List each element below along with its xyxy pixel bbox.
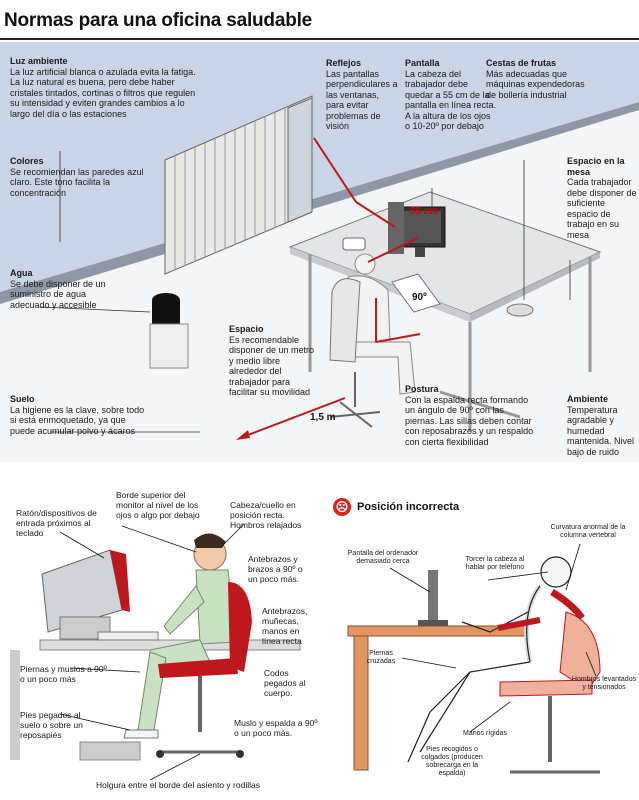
phone-icon bbox=[342, 237, 366, 251]
title-rule bbox=[0, 38, 639, 40]
label-muslo-espalda: Muslo y espalda a 90º o un poco más. bbox=[234, 718, 318, 738]
office-illustration bbox=[0, 95, 639, 462]
note-ambiente: Ambiente Temperatura agradable y humedad… bbox=[567, 394, 635, 457]
label-pies: Pies pegados al suelo o sobre un reposap… bbox=[20, 710, 83, 740]
note-reflejos: Reflejos Las pantallas perpendiculares a… bbox=[326, 58, 398, 131]
arrow-icon bbox=[236, 430, 250, 440]
sad-face-icon: ☹ bbox=[333, 498, 351, 516]
label-piernas-cruzadas: Piernas cruzadas bbox=[366, 650, 396, 665]
worker-figure-icon bbox=[329, 253, 416, 395]
distance-55cm-label: 55 cm bbox=[410, 206, 439, 217]
incorrect-monitor-icon bbox=[418, 570, 448, 626]
label-codos: Codos pegados al cuerpo. bbox=[264, 668, 306, 698]
note-luz-ambiente: Luz ambiente La luz artificial blanca o … bbox=[10, 56, 196, 119]
note-colores: Colores Se recomiendan las paredes azul … bbox=[10, 156, 144, 198]
note-suelo: Suelo La higiene es la clave, sobre todo… bbox=[10, 394, 145, 436]
fruit-basket-icon bbox=[506, 303, 534, 317]
note-espacio: Espacio Es recomendable disponer de un m… bbox=[229, 324, 315, 397]
correct-chair-icon bbox=[156, 582, 252, 758]
correct-keyboard-icon bbox=[97, 631, 159, 641]
note-pantalla: Pantalla La cabeza del trabajador debe q… bbox=[405, 58, 497, 131]
label-borde-monitor: Borde superior del monitor al nivel de l… bbox=[116, 490, 200, 520]
distance-15m-label: 1,5 m bbox=[310, 412, 336, 423]
label-antebrazos-munecas: Antebrazos, muñecas, manos en línea rect… bbox=[262, 606, 308, 646]
skeleton-figure-icon bbox=[407, 556, 572, 763]
note-agua: Agua Se debe disponer de un suministro d… bbox=[10, 268, 106, 310]
label-raton: Ratón/dispositivos de entrada próximos a… bbox=[16, 508, 97, 538]
correct-leader-lines bbox=[59, 523, 245, 781]
correct-desk-icon bbox=[10, 639, 301, 761]
office-scene-panel: Luz ambiente La luz artificial blanca o … bbox=[0, 42, 639, 462]
incorrect-leader-lines bbox=[389, 543, 597, 733]
label-hombros: Hombros levantados y tensionados bbox=[571, 676, 637, 691]
incorrect-position-heading: ☹ Posición incorrecta bbox=[333, 498, 459, 516]
label-cabeza-cuello: Cabeza/cuello en posición recta. Hombros… bbox=[230, 500, 302, 530]
water-cooler-icon bbox=[149, 293, 189, 369]
leader-lines bbox=[39, 151, 571, 433]
incorrect-chair-icon bbox=[499, 611, 601, 774]
measurement-lines bbox=[239, 137, 421, 439]
label-manos-rigidas: Manos rígidas bbox=[463, 730, 507, 737]
label-pantalla-cerca: Pantalla del ordenador demasiado cerca bbox=[347, 550, 419, 565]
label-torcer-cabeza: Torcer la cabeza al hablar por teléfono bbox=[465, 556, 525, 571]
note-cestas-frutas: Cestas de frutas Más adecuadas que máqui… bbox=[486, 58, 585, 100]
arm-highlight bbox=[497, 617, 541, 631]
correct-monitor-icon bbox=[41, 549, 130, 640]
angle-90-label: 90º bbox=[410, 292, 429, 303]
floor bbox=[0, 102, 639, 462]
posture-illustrations bbox=[10, 523, 601, 781]
note-espacio-mesa: Espacio en la mesa Cada trabajador debe … bbox=[567, 156, 637, 240]
wall-baseboard bbox=[0, 102, 639, 304]
label-holgura: Holgura entre el borde del asiento y rod… bbox=[96, 780, 260, 790]
label-antebrazos-brazos: Antebrazos y brazos a 90º o un poco más. bbox=[248, 554, 303, 584]
note-postura: Postura Con la espalda recta formando un… bbox=[405, 384, 534, 447]
label-pies-recogidos: Pies recogidos o colgados (producen sobr… bbox=[421, 746, 483, 777]
curvature-highlight bbox=[550, 588, 585, 621]
monitor-icon bbox=[388, 202, 446, 257]
chair-icon bbox=[329, 372, 381, 428]
label-piernas-muslos: Piernas y muslos a 90º o un poco más bbox=[20, 664, 107, 684]
page-title: Normas para una oficina saludable bbox=[4, 10, 313, 31]
label-curvatura: Curvatura anormal de la columna vertebra… bbox=[550, 524, 626, 539]
window-blinds-icon bbox=[164, 95, 313, 275]
